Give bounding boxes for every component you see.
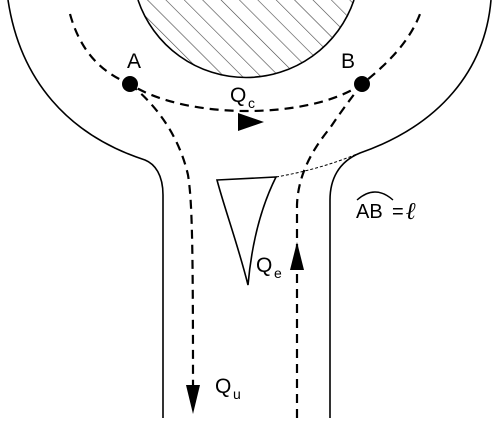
qe-arrow-icon	[290, 242, 304, 270]
point-b-label: B	[341, 50, 355, 73]
central-island	[137, 0, 355, 79]
qu-subscript: u	[233, 386, 241, 402]
splitter-island	[215, 176, 278, 286]
qu-label: Q	[215, 375, 231, 398]
qe-subscript: e	[274, 265, 282, 281]
qc-label: Q	[230, 84, 246, 107]
arc-reference-line	[275, 153, 358, 178]
arc-length-symbol: ℓ	[406, 199, 416, 225]
circulating-flow-path	[68, 13, 422, 113]
qc-subscript: c	[248, 95, 255, 111]
point-a-label: A	[127, 50, 141, 73]
road-edge-left	[7, 0, 164, 418]
point-b-marker	[354, 76, 370, 92]
point-a-marker	[122, 76, 138, 92]
arc-equals: =	[392, 201, 404, 223]
road-edge-right	[329, 0, 492, 418]
qe-label: Q	[256, 254, 272, 277]
arc-symbol-icon	[356, 191, 394, 201]
entering-flow-path	[295, 83, 363, 418]
arc-ab-label: AB	[356, 201, 383, 223]
qu-arrow-icon	[186, 385, 200, 414]
exiting-flow-path	[129, 83, 195, 386]
qc-arrow-icon	[238, 113, 264, 131]
